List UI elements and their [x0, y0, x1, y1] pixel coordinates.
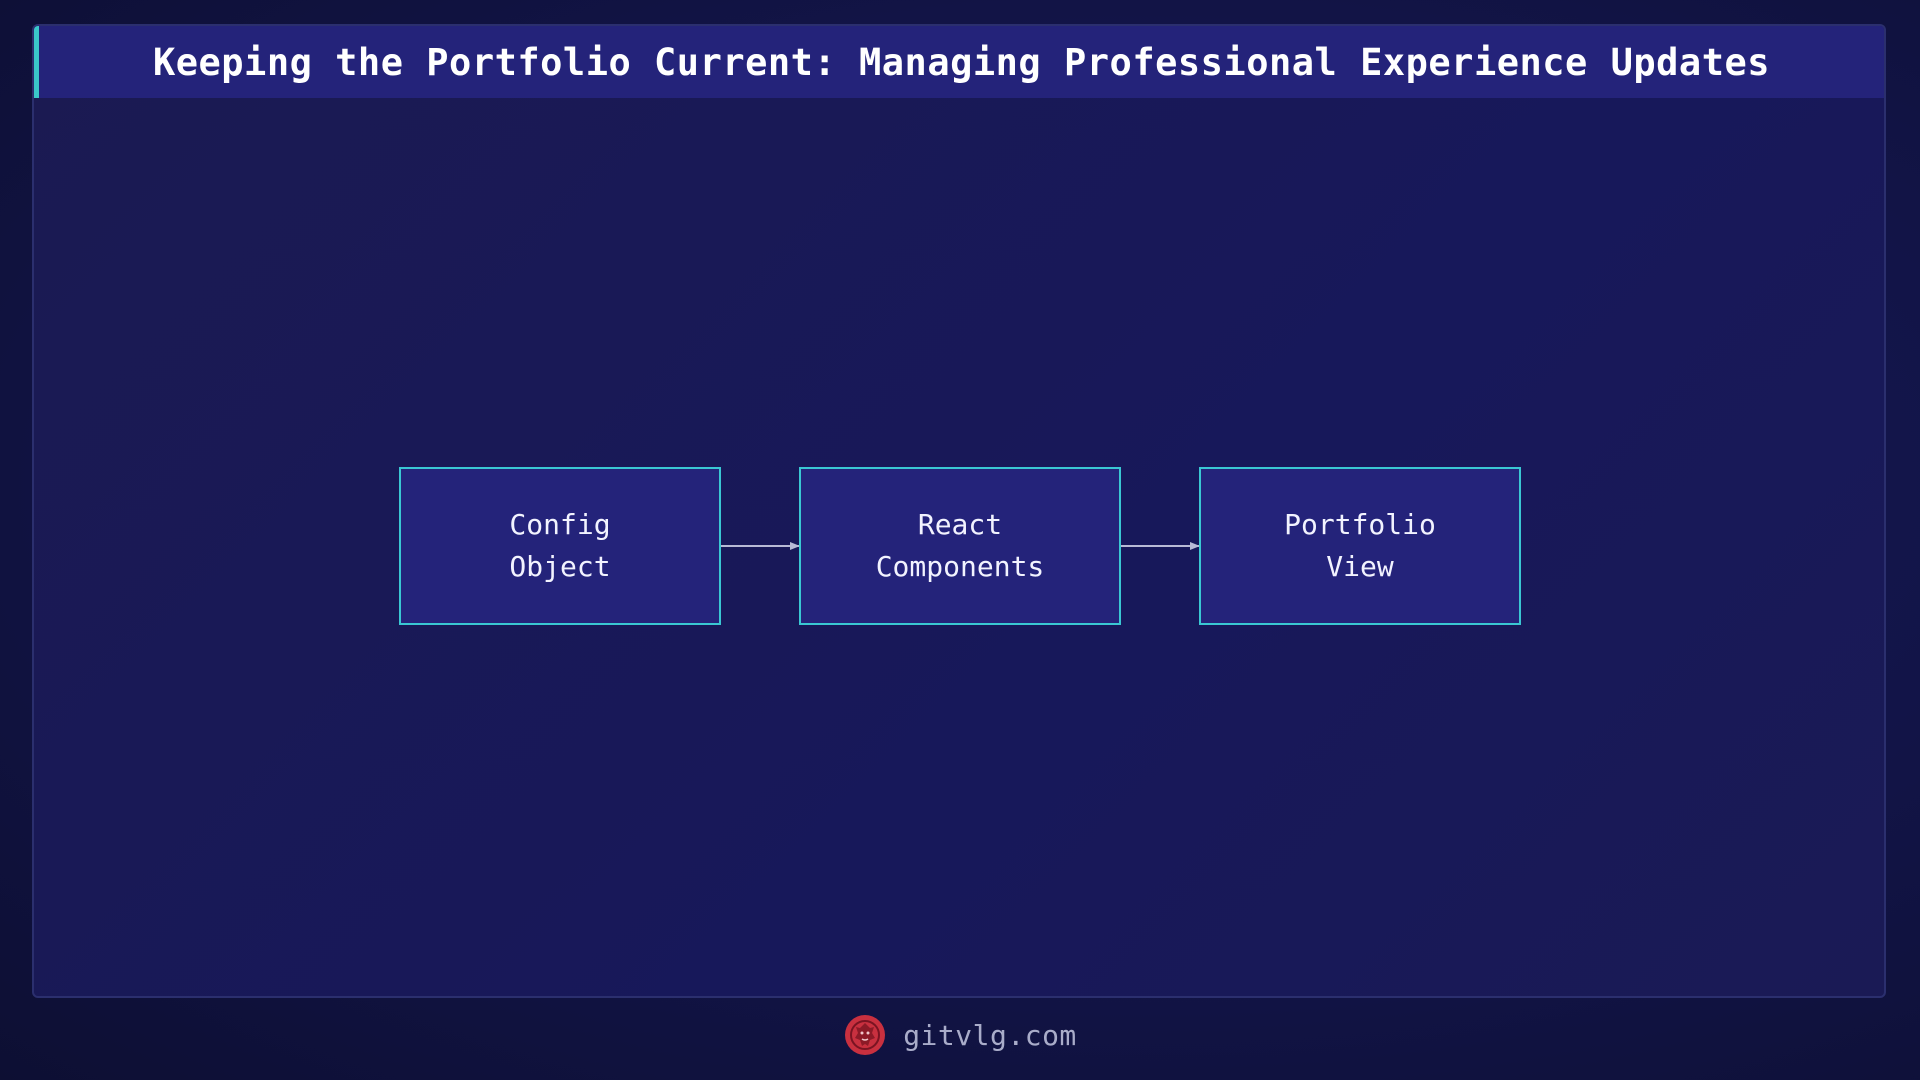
slide-frame: Keeping the Portfolio Current: Managing …: [32, 24, 1886, 998]
node-label: Config Object: [509, 508, 611, 583]
node-portfolio-view: Portfolio View: [1199, 467, 1521, 625]
node-react-components: React Components: [799, 467, 1121, 625]
node-label: React Components: [875, 508, 1045, 583]
page-title: Keeping the Portfolio Current: Managing …: [152, 40, 1771, 84]
title-bar: Keeping the Portfolio Current: Managing …: [34, 26, 1884, 98]
lion-logo-icon: [845, 1015, 886, 1055]
node-label: Portfolio View: [1284, 508, 1436, 583]
node-config-object: Config Object: [399, 467, 721, 625]
footer: gitvlg.com: [0, 1010, 1920, 1060]
footer-site-link[interactable]: gitvlg.com: [903, 1018, 1077, 1052]
